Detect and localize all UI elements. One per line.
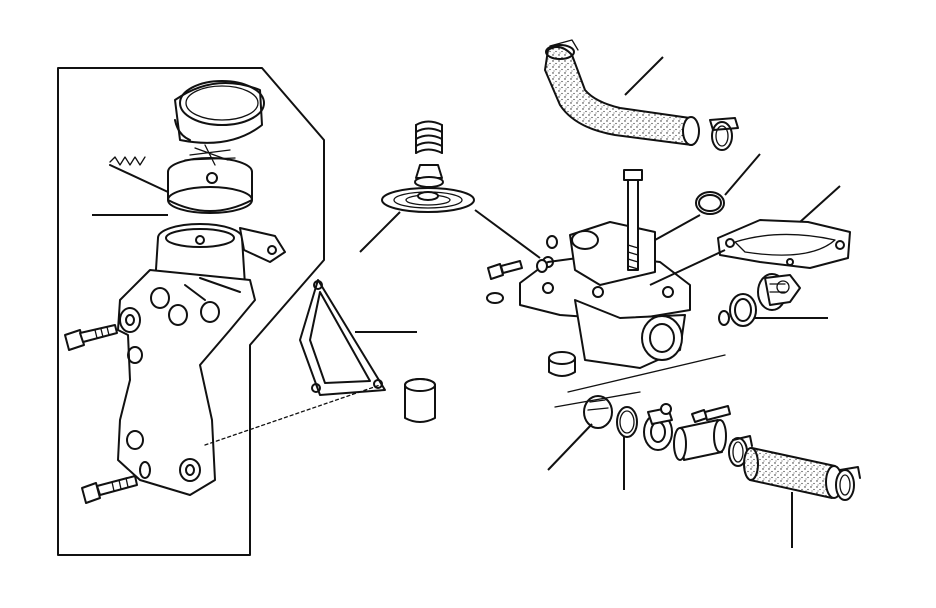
thermostat <box>757 273 801 311</box>
water-pipe-connector <box>643 403 731 461</box>
leader-blanking-plug <box>547 423 593 471</box>
small-o-ring <box>718 310 730 326</box>
pump-cover: EULKE <box>174 80 265 144</box>
leader-housing-top <box>654 214 701 241</box>
leader-valve-diaphragm <box>359 211 401 253</box>
leader-housing-gasket <box>799 185 841 223</box>
plane-line-2 <box>554 391 641 408</box>
housing-gasket <box>717 219 851 269</box>
pump-diaphragm <box>109 144 253 214</box>
upper-water-hose <box>544 39 700 146</box>
alignment-line <box>204 384 381 446</box>
fuel-pump-assembly <box>117 223 286 496</box>
leader-upper-hose <box>624 56 664 96</box>
mounting-gasket-triangle <box>299 279 386 396</box>
sealing-ring <box>729 293 757 327</box>
plane-line-1 <box>567 354 726 393</box>
hose-clip-ring <box>695 191 725 215</box>
small-cylinder <box>548 351 576 377</box>
group-frame <box>57 67 325 556</box>
valve-diaphragm <box>381 187 475 213</box>
spacer-sleeve <box>404 378 436 423</box>
valve-spring <box>414 120 444 188</box>
leader-housing-side <box>649 249 726 286</box>
leader-valve-to-housing <box>474 209 541 259</box>
housing-bolt <box>623 169 643 271</box>
lower-water-hose <box>743 447 861 501</box>
hose-clip <box>709 117 739 151</box>
o-ring <box>616 406 638 438</box>
bolts <box>64 324 151 504</box>
blanking-plug <box>583 395 613 429</box>
leader-clip-ring <box>724 153 761 196</box>
thermostat-housing <box>519 221 691 369</box>
small-bolts <box>486 259 548 304</box>
